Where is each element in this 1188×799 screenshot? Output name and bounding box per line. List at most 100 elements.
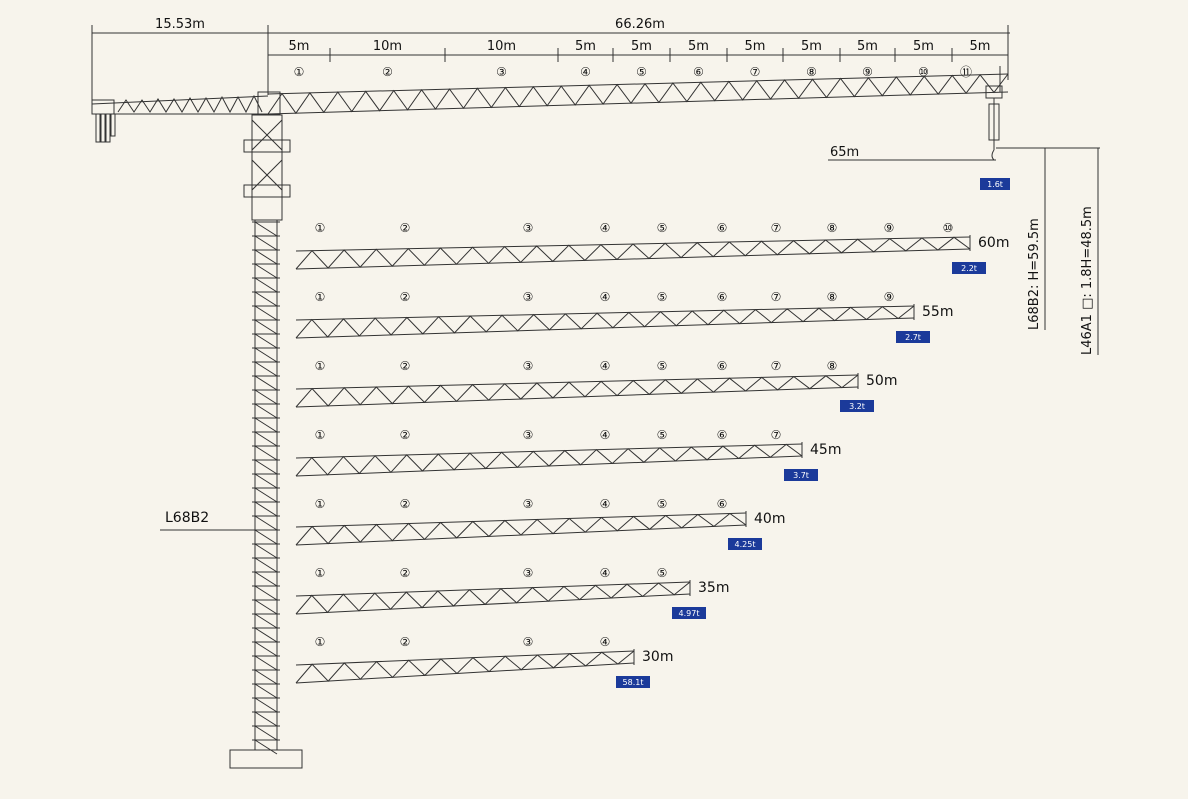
jib-truss-40m: [295, 511, 747, 546]
load-tag: [784, 469, 818, 481]
radius-label: 45m: [810, 442, 841, 458]
jib-truss-55m: [295, 304, 915, 339]
section-number-8: ⑧: [827, 359, 838, 373]
section-number-6: ⑥: [717, 497, 728, 511]
mast-foundation: [229, 749, 303, 769]
segment-length-1: 5m: [289, 39, 310, 54]
segment-length-9: 5m: [857, 39, 878, 54]
segment-length-3: 10m: [487, 39, 516, 54]
section-number-5: ⑤: [657, 428, 668, 442]
main-jib-section-number-11: ⑪: [960, 65, 972, 79]
jib-truss-60m: [295, 235, 971, 270]
section-number-2: ②: [400, 428, 411, 442]
jib-truss-45m: [295, 442, 803, 477]
section-number-2: ②: [400, 290, 411, 304]
main-jib-load-tag: [980, 178, 1010, 190]
load-label: 3.2t: [849, 402, 865, 411]
segment-length-2: 10m: [373, 39, 402, 54]
section-number-8: ⑧: [827, 221, 838, 235]
segment-length-10: 5m: [913, 39, 934, 54]
section-number-6: ⑥: [717, 428, 728, 442]
radius-label: 60m: [978, 235, 1009, 251]
section-number-2: ②: [400, 497, 411, 511]
tower-mast: [252, 220, 280, 755]
section-number-4: ④: [600, 635, 611, 649]
load-label: 4.25t: [735, 540, 756, 549]
section-number-7: ⑦: [771, 221, 782, 235]
jib-truss-35m: [295, 580, 691, 615]
section-number-5: ⑤: [657, 359, 668, 373]
section-number-7: ⑦: [771, 359, 782, 373]
load-tag: [616, 676, 650, 688]
tower-head: [243, 91, 291, 221]
section-number-1: ①: [315, 221, 326, 235]
section-number-7: ⑦: [771, 290, 782, 304]
section-number-2: ②: [400, 359, 411, 373]
trolley-hook: [985, 85, 1003, 161]
section-number-5: ⑤: [657, 497, 668, 511]
section-number-3: ③: [523, 290, 534, 304]
load-label: 58.1t: [623, 678, 644, 687]
main-jib-section-number-1: ①: [294, 65, 305, 79]
section-number-1: ①: [315, 428, 326, 442]
main-jib-load-label: 1.6t: [987, 180, 1003, 189]
section-number-1: ①: [315, 290, 326, 304]
section-number-2: ②: [400, 635, 411, 649]
section-number-3: ③: [523, 635, 534, 649]
section-number-9: ⑨: [884, 221, 895, 235]
segment-length-8: 5m: [801, 39, 822, 54]
section-number-6: ⑥: [717, 290, 728, 304]
section-number-1: ①: [315, 566, 326, 580]
main-jib-section-number-7: ⑦: [750, 65, 761, 79]
section-number-4: ④: [600, 221, 611, 235]
main-jib-section-number-8: ⑧: [806, 65, 817, 79]
radius-label: 55m: [922, 304, 953, 320]
height-label-l46a1: L46A1 □: 1.8H=48.5m: [1080, 206, 1095, 355]
segment-length-11: 5m: [970, 39, 991, 54]
jib-truss-50m: [295, 373, 859, 408]
section-number-5: ⑤: [657, 566, 668, 580]
section-number-8: ⑧: [827, 290, 838, 304]
section-number-2: ②: [400, 566, 411, 580]
section-number-1: ①: [315, 635, 326, 649]
section-number-5: ⑤: [657, 221, 668, 235]
load-label: 2.2t: [961, 264, 977, 273]
section-number-6: ⑥: [717, 221, 728, 235]
section-number-1: ①: [315, 359, 326, 373]
radius-label: 50m: [866, 373, 897, 389]
counter-jib: [91, 94, 269, 115]
top-dimensions: [91, 25, 1010, 100]
load-label: 3.7t: [793, 471, 809, 480]
main-jib-section-number-6: ⑥: [693, 65, 704, 79]
section-number-5: ⑤: [657, 290, 668, 304]
load-label: 2.7t: [905, 333, 921, 342]
mast-label: L68B2: [165, 510, 209, 526]
section-number-10: ⑩: [943, 221, 954, 235]
segment-length-5: 5m: [631, 39, 652, 54]
segment-length-4: 5m: [575, 39, 596, 54]
height-label-l68b2: L68B2: H=59.5m: [1027, 218, 1042, 330]
segment-length-7: 5m: [745, 39, 766, 54]
jib-truss-30m: [295, 649, 635, 684]
section-number-9: ⑨: [884, 290, 895, 304]
load-tag: [896, 331, 930, 343]
radius-label: 40m: [754, 511, 785, 527]
main-jib: [267, 66, 1009, 115]
height-dimension-lines: [1044, 148, 1099, 355]
counter-jib-dimension: 15.53m: [155, 17, 205, 32]
section-number-2: ②: [400, 221, 411, 235]
section-number-3: ③: [523, 497, 534, 511]
main-jib-radius-label: 65m: [830, 145, 859, 160]
section-number-6: ⑥: [717, 359, 728, 373]
load-tag: [728, 538, 762, 550]
main-jib-section-number-3: ③: [496, 65, 507, 79]
section-number-3: ③: [523, 428, 534, 442]
